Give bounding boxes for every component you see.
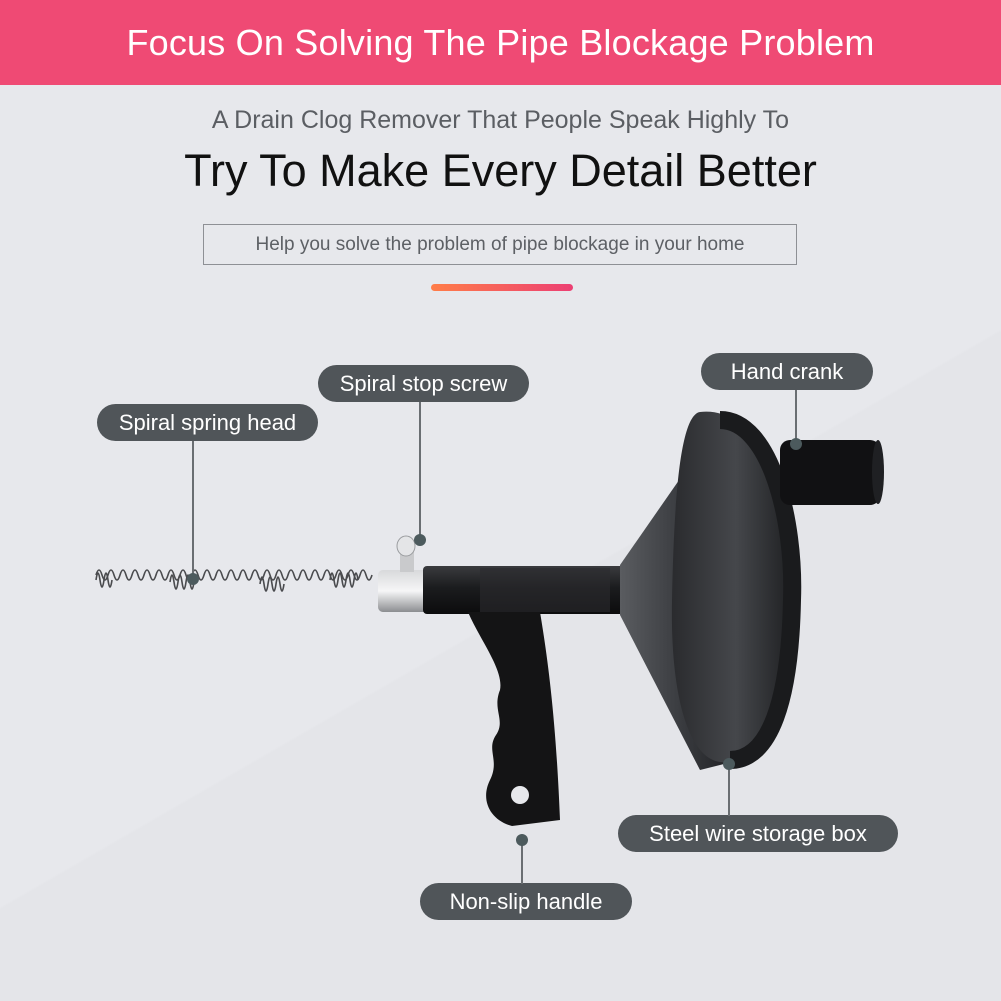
banner-title: Focus On Solving The Pipe Blockage Probl… bbox=[126, 21, 875, 63]
callout-label: Hand crank bbox=[730, 358, 844, 384]
tagline-box: Help you solve the problem of pipe block… bbox=[203, 224, 797, 265]
anchor-dot bbox=[516, 834, 528, 846]
leader-line bbox=[192, 441, 194, 576]
callout-steel-wire-storage-box: Steel wire storage box bbox=[618, 815, 898, 852]
callout-non-slip-handle: Non-slip handle bbox=[420, 883, 632, 920]
tagline: Help you solve the problem of pipe block… bbox=[255, 233, 745, 255]
drum-rim bbox=[671, 411, 800, 763]
anchor-dot bbox=[187, 573, 199, 585]
subheading: A Drain Clog Remover That People Speak H… bbox=[211, 106, 790, 134]
callout-hand-crank: Hand crank bbox=[701, 353, 873, 390]
callout-spiral-stop-screw: Spiral stop screw bbox=[318, 365, 529, 402]
leader-line bbox=[728, 768, 730, 816]
callout-spiral-spring-head: Spiral spring head bbox=[97, 404, 318, 441]
callout-label: Spiral stop screw bbox=[339, 370, 508, 396]
leader-line bbox=[419, 402, 421, 538]
spring-cable bbox=[95, 569, 373, 592]
leader-line bbox=[795, 390, 797, 442]
crank-knob bbox=[780, 440, 880, 505]
anchor-dot bbox=[723, 758, 735, 770]
accent-bar bbox=[431, 284, 573, 291]
anchor-dot bbox=[790, 438, 802, 450]
pistol-grip bbox=[468, 612, 560, 826]
top-banner: Focus On Solving The Pipe Blockage Probl… bbox=[0, 0, 1001, 85]
callout-label: Spiral spring head bbox=[118, 409, 297, 435]
callout-label: Steel wire storage box bbox=[649, 820, 867, 846]
anchor-dot bbox=[414, 534, 426, 546]
headline: Try To Make Every Detail Better bbox=[184, 145, 817, 196]
metal-collar bbox=[378, 570, 428, 612]
callout-label: Non-slip handle bbox=[449, 888, 603, 914]
leader-line bbox=[521, 840, 523, 884]
